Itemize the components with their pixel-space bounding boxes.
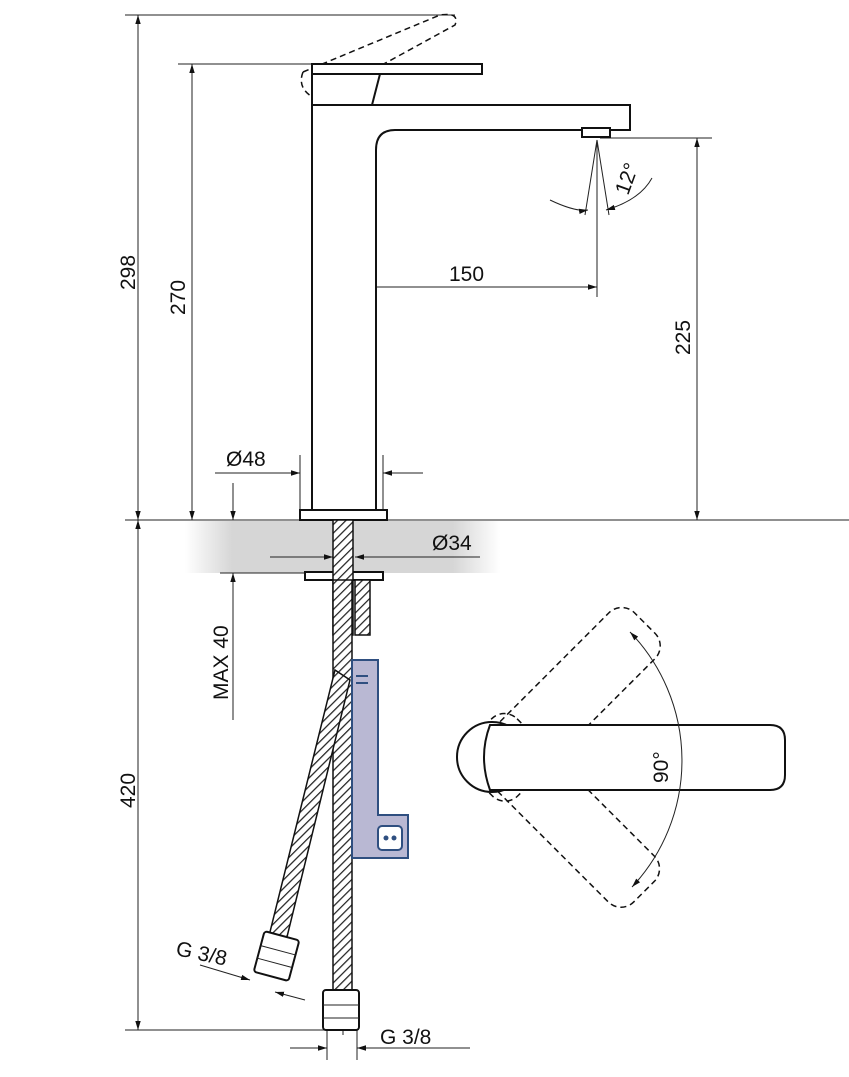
hoses [253,579,360,1031]
dim-g38-left: G 3/8 [174,937,229,970]
dim-90deg: 90° [650,751,673,783]
handle-top-view [456,606,786,908]
dim-150: 150 [449,263,484,286]
dim-12deg: 12° [611,160,643,198]
faucet-side-view [299,13,631,636]
dim-max40: MAX 40 [210,625,233,700]
dim-g38-right: G 3/8 [380,1026,431,1049]
dim-d34: Ø34 [432,532,472,555]
dim-d48: Ø48 [226,448,266,471]
dim-420: 420 [117,773,140,808]
dim-298: 298 [117,255,140,290]
mounting-bracket [351,659,409,859]
dim-225: 225 [672,320,695,355]
dim-270: 270 [167,280,190,315]
